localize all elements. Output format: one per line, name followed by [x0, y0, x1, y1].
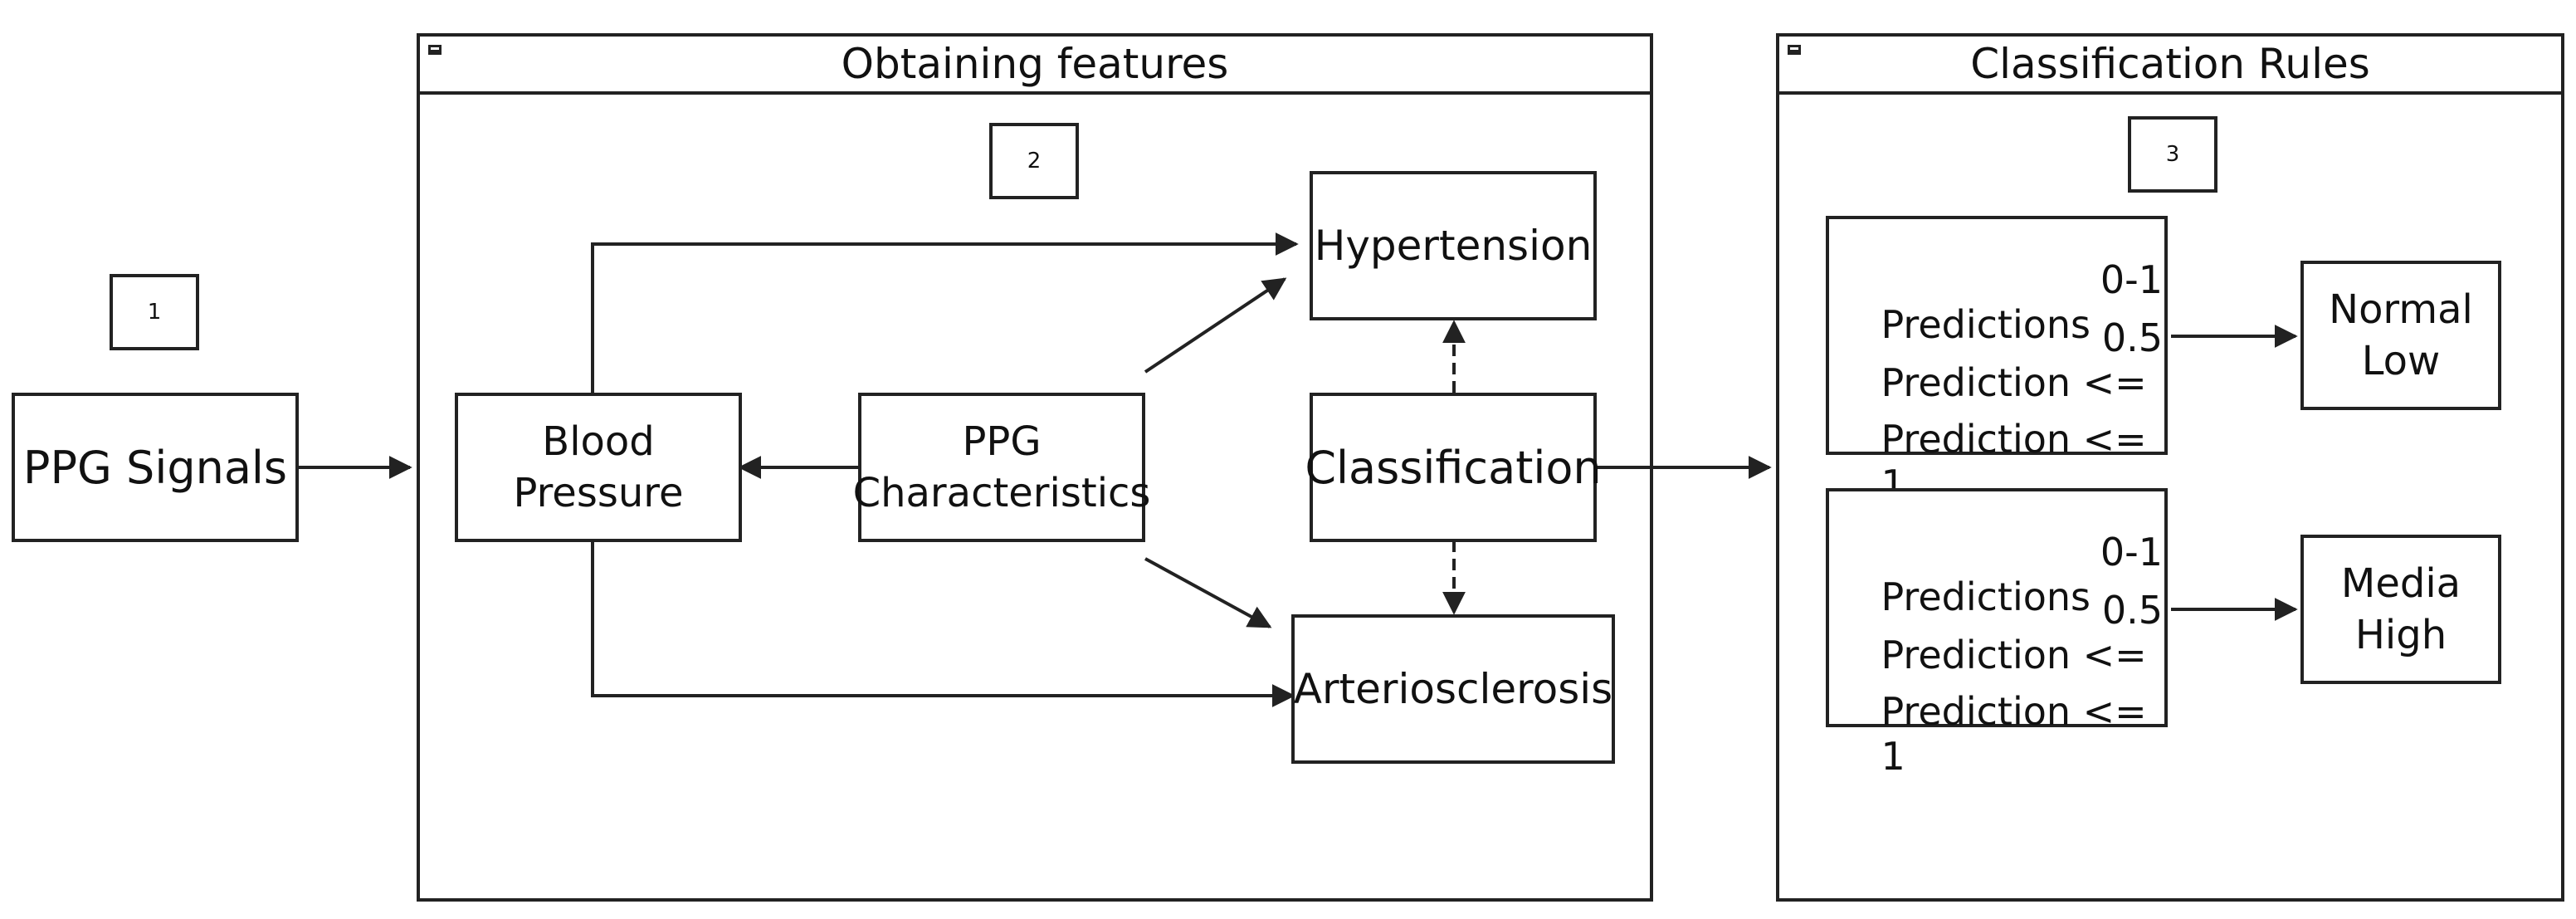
ppg-characteristics-node[interactable]: PPG Characteristics	[853, 393, 1150, 542]
step-number-2: 2	[989, 123, 1079, 199]
rule-group-2[interactable]: Predictions 0-1 Prediction <= 0.5 Predic…	[1826, 488, 2168, 779]
rule2-line2-value: 0.5	[2101, 588, 2163, 633]
classification-rules-title: Classification Rules	[1970, 40, 2370, 88]
outcome-normal-low-line2: Low	[2361, 338, 2441, 384]
classification-node[interactable]: Classification	[1305, 393, 1602, 542]
ppg-characteristics-label-line2: Characteristics	[852, 470, 1151, 516]
rule2-line1: Predictions	[1881, 574, 2091, 619]
rule2-line2: Prediction <=	[1881, 633, 2147, 677]
ppg-signals-node[interactable]: PPG Signals	[12, 393, 299, 542]
ppg-signals-label: PPG Signals	[22, 441, 288, 494]
arteriosclerosis-node[interactable]: Arteriosclerosis	[1291, 614, 1615, 764]
arteriosclerosis-label: Arteriosclerosis	[1293, 665, 1613, 713]
hypertension-label: Hypertension	[1314, 222, 1593, 270]
blood-pressure-label-line2: Pressure	[513, 470, 684, 516]
arrow-characteristics-to-hypertension	[1144, 277, 1287, 374]
step-number-3: 3	[2128, 116, 2217, 193]
ppg-characteristics-label-line1: PPG	[962, 418, 1042, 465]
classification-rules-header: Classification Rules	[1779, 37, 2561, 95]
panel-collapse-icon[interactable]	[1788, 45, 1801, 55]
outcome-media-high-line1: Media	[2340, 560, 2461, 607]
rule1-line1: Predictions	[1881, 302, 2091, 347]
classification-label: Classification	[1305, 441, 1602, 494]
rule1-line1-value: 0-1	[2100, 257, 2163, 302]
rule1-line2: Prediction <=	[1881, 360, 2147, 405]
step-number-1: 1	[110, 274, 199, 350]
arrow-characteristics-to-arteriosclerosis	[1144, 557, 1272, 628]
obtaining-features-header: Obtaining features	[420, 37, 1650, 95]
blood-pressure-node[interactable]: Blood Pressure	[455, 393, 742, 542]
hypertension-node[interactable]: Hypertension	[1310, 171, 1597, 320]
rule-group-1[interactable]: Predictions 0-1 Prediction <= 0.5 Predic…	[1826, 216, 2168, 506]
outcome-normal-low-line1: Normal	[2329, 286, 2473, 333]
rule1-line3: Prediction <= 1	[1881, 417, 2147, 506]
rule2-line1-value: 0-1	[2100, 530, 2163, 574]
rule1-line2-value: 0.5	[2101, 315, 2163, 360]
panel-collapse-icon[interactable]	[428, 45, 442, 55]
outcome-normal-low[interactable]: Normal Low	[2300, 261, 2501, 410]
arrow-blood-pressure-to-arteriosclerosis	[591, 540, 1295, 707]
classification-rules-panel: Classification Rules	[1776, 33, 2564, 902]
rule2-line3: Prediction <= 1	[1881, 689, 2147, 779]
obtaining-features-title: Obtaining features	[841, 40, 1229, 88]
outcome-media-high[interactable]: Media High	[2300, 535, 2501, 684]
arrow-blood-pressure-to-hypertension	[591, 232, 1299, 393]
outcome-media-high-line2: High	[2354, 612, 2447, 658]
blood-pressure-label-line1: Blood	[542, 418, 655, 465]
